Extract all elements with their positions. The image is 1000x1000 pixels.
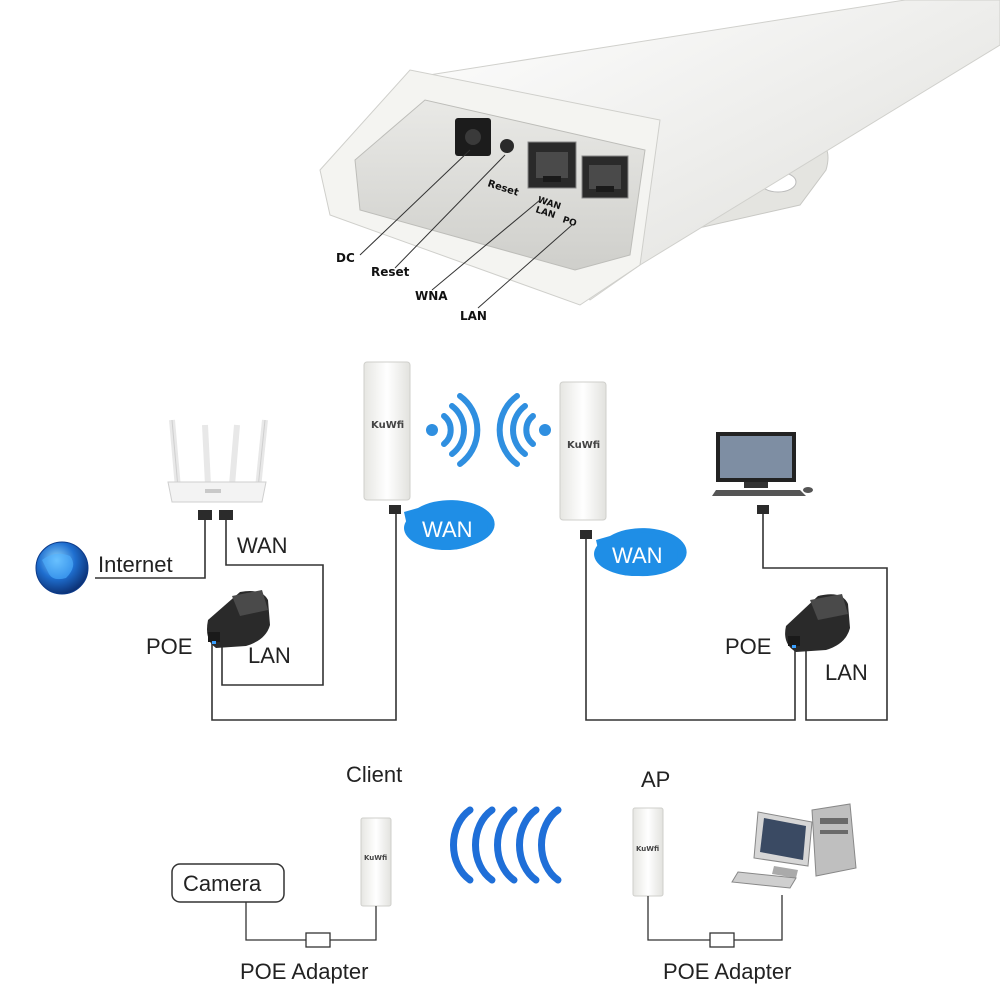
left-cpe-device: KuWfi: [363, 361, 411, 514]
desktop-workstation-icon: [731, 803, 857, 889]
left-poe-adapter-icon: [305, 932, 331, 948]
wan-port: [527, 141, 577, 189]
client-label: Client: [346, 762, 402, 787]
left-wan-label: WAN: [237, 533, 288, 558]
left-wan-bubble: WAN: [404, 500, 495, 550]
right-poe-adapter-label: POE Adapter: [663, 959, 791, 984]
callout-reset: Reset: [371, 265, 410, 279]
ap-label: AP: [641, 767, 670, 792]
router-icon: [167, 419, 268, 503]
camera-box: Camera: [171, 863, 285, 903]
router-ports: [198, 510, 233, 520]
right-cpe-device: KuWfi: [559, 381, 607, 539]
internet-label: Internet: [98, 552, 173, 577]
callout-dc: DC: [336, 251, 355, 265]
lan-port: [581, 155, 629, 199]
left-wifi-signal-icon: [426, 393, 481, 467]
left-lan-label: LAN: [248, 643, 291, 668]
middle-wires: [95, 510, 888, 721]
right-poe-label: POE: [725, 634, 771, 659]
bottom-wifi-signal-icon: [450, 806, 562, 884]
left-poe-label: POE: [146, 634, 192, 659]
client-cpe-device: KuWfi: [360, 817, 392, 907]
right-wifi-signal-icon: [496, 393, 551, 467]
right-wan-bubble-label: WAN: [612, 543, 663, 568]
internet-globe-icon: [35, 541, 89, 595]
callout-lan: LAN: [460, 309, 487, 323]
panel-po-mark: PO: [561, 215, 578, 229]
right-poe-injector-icon: [785, 594, 850, 652]
bottom-wires: [245, 895, 783, 941]
right-wan-bubble: WAN: [594, 528, 687, 577]
reset-button: [500, 139, 514, 153]
right-cpe-brand: KuWfi: [567, 440, 600, 451]
left-poe-adapter-label: POE Adapter: [240, 959, 368, 984]
left-poe-injector-icon: [207, 590, 270, 648]
left-cpe-brand: KuWfi: [371, 420, 404, 431]
camera-label: Camera: [183, 871, 262, 896]
callout-lines: [359, 149, 573, 309]
client-cpe-brand: KuWfi: [364, 854, 387, 862]
right-lan-label: LAN: [825, 660, 868, 685]
desktop-computer-icon: [712, 432, 813, 514]
ap-cpe-brand: KuWfi: [636, 845, 659, 853]
left-wan-bubble-label: WAN: [422, 517, 473, 542]
right-poe-adapter-icon: [709, 932, 735, 948]
callout-wna: WNA: [415, 289, 448, 303]
device-photo: Reset WAN LAN PO DC Reset WNA LAN: [319, 0, 1000, 323]
ap-cpe-device: KuWfi: [632, 807, 664, 897]
